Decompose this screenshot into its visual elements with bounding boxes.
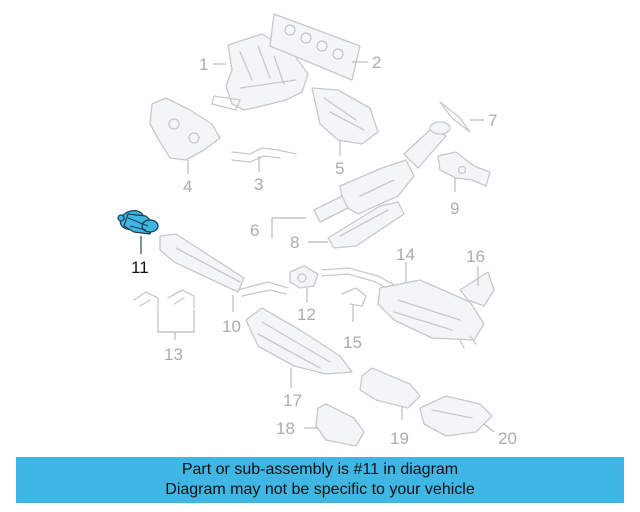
part-15-hanger-bracket[interactable] xyxy=(341,287,367,307)
part-4-heat-shield[interactable] xyxy=(149,97,221,161)
part-2-manifold-gasket[interactable] xyxy=(269,13,361,81)
exploded-parts-diagram: 1 2 4 3 5 7 6 xyxy=(117,13,517,448)
caption-line-disclaimer: Diagram may not be specific to your vehi… xyxy=(165,481,475,498)
callout-4: 4 xyxy=(183,177,192,196)
part-17-tunnel-heat-shield[interactable] xyxy=(245,307,353,375)
callout-1: 1 xyxy=(199,55,208,74)
caption-line-part: Part or sub-assembly is #11 in diagram xyxy=(181,461,459,478)
part-14-rear-muffler[interactable] xyxy=(321,267,485,349)
part-3-bracket-rod[interactable] xyxy=(231,147,297,163)
part-12-flange[interactable] xyxy=(289,265,319,289)
part-16-heat-shield-bracket[interactable] xyxy=(459,271,495,307)
callout-11: 11 xyxy=(131,258,149,277)
callout-3: 3 xyxy=(254,175,263,194)
callout-5: 5 xyxy=(335,159,344,178)
callout-16: 16 xyxy=(466,247,485,266)
part-18-small-heat-shield[interactable] xyxy=(315,403,365,447)
callout-2: 2 xyxy=(372,53,381,72)
callout-19: 19 xyxy=(390,429,409,448)
part-8-heat-shield[interactable] xyxy=(327,201,405,249)
callout-15: 15 xyxy=(343,333,362,352)
part-13-hangers[interactable] xyxy=(133,289,195,311)
callout-6: 6 xyxy=(250,221,259,240)
part-20-rear-heat-shield[interactable] xyxy=(419,395,493,437)
caption-banner: Part or sub-assembly is #11 in diagram D… xyxy=(16,457,624,503)
callout-14: 14 xyxy=(396,245,415,264)
part-5-upper-heat-shield[interactable] xyxy=(311,87,379,145)
callout-20: 20 xyxy=(498,429,517,448)
part-9-bracket[interactable] xyxy=(437,151,491,187)
callout-18: 18 xyxy=(276,419,295,438)
callout-12: 12 xyxy=(297,305,316,324)
part-19-heat-shield[interactable] xyxy=(359,367,421,409)
part-11-exhaust-clamp[interactable] xyxy=(117,208,159,235)
callout-17: 17 xyxy=(283,391,302,410)
part-10-center-pipe[interactable] xyxy=(159,233,289,297)
part-7-flange-gasket[interactable] xyxy=(439,101,471,133)
callout-9: 9 xyxy=(450,199,459,218)
callout-7: 7 xyxy=(488,111,497,130)
callout-13: 13 xyxy=(164,345,183,364)
callout-10: 10 xyxy=(222,317,241,336)
callout-8: 8 xyxy=(290,233,299,252)
part-6-catalytic-converter[interactable] xyxy=(313,121,451,223)
